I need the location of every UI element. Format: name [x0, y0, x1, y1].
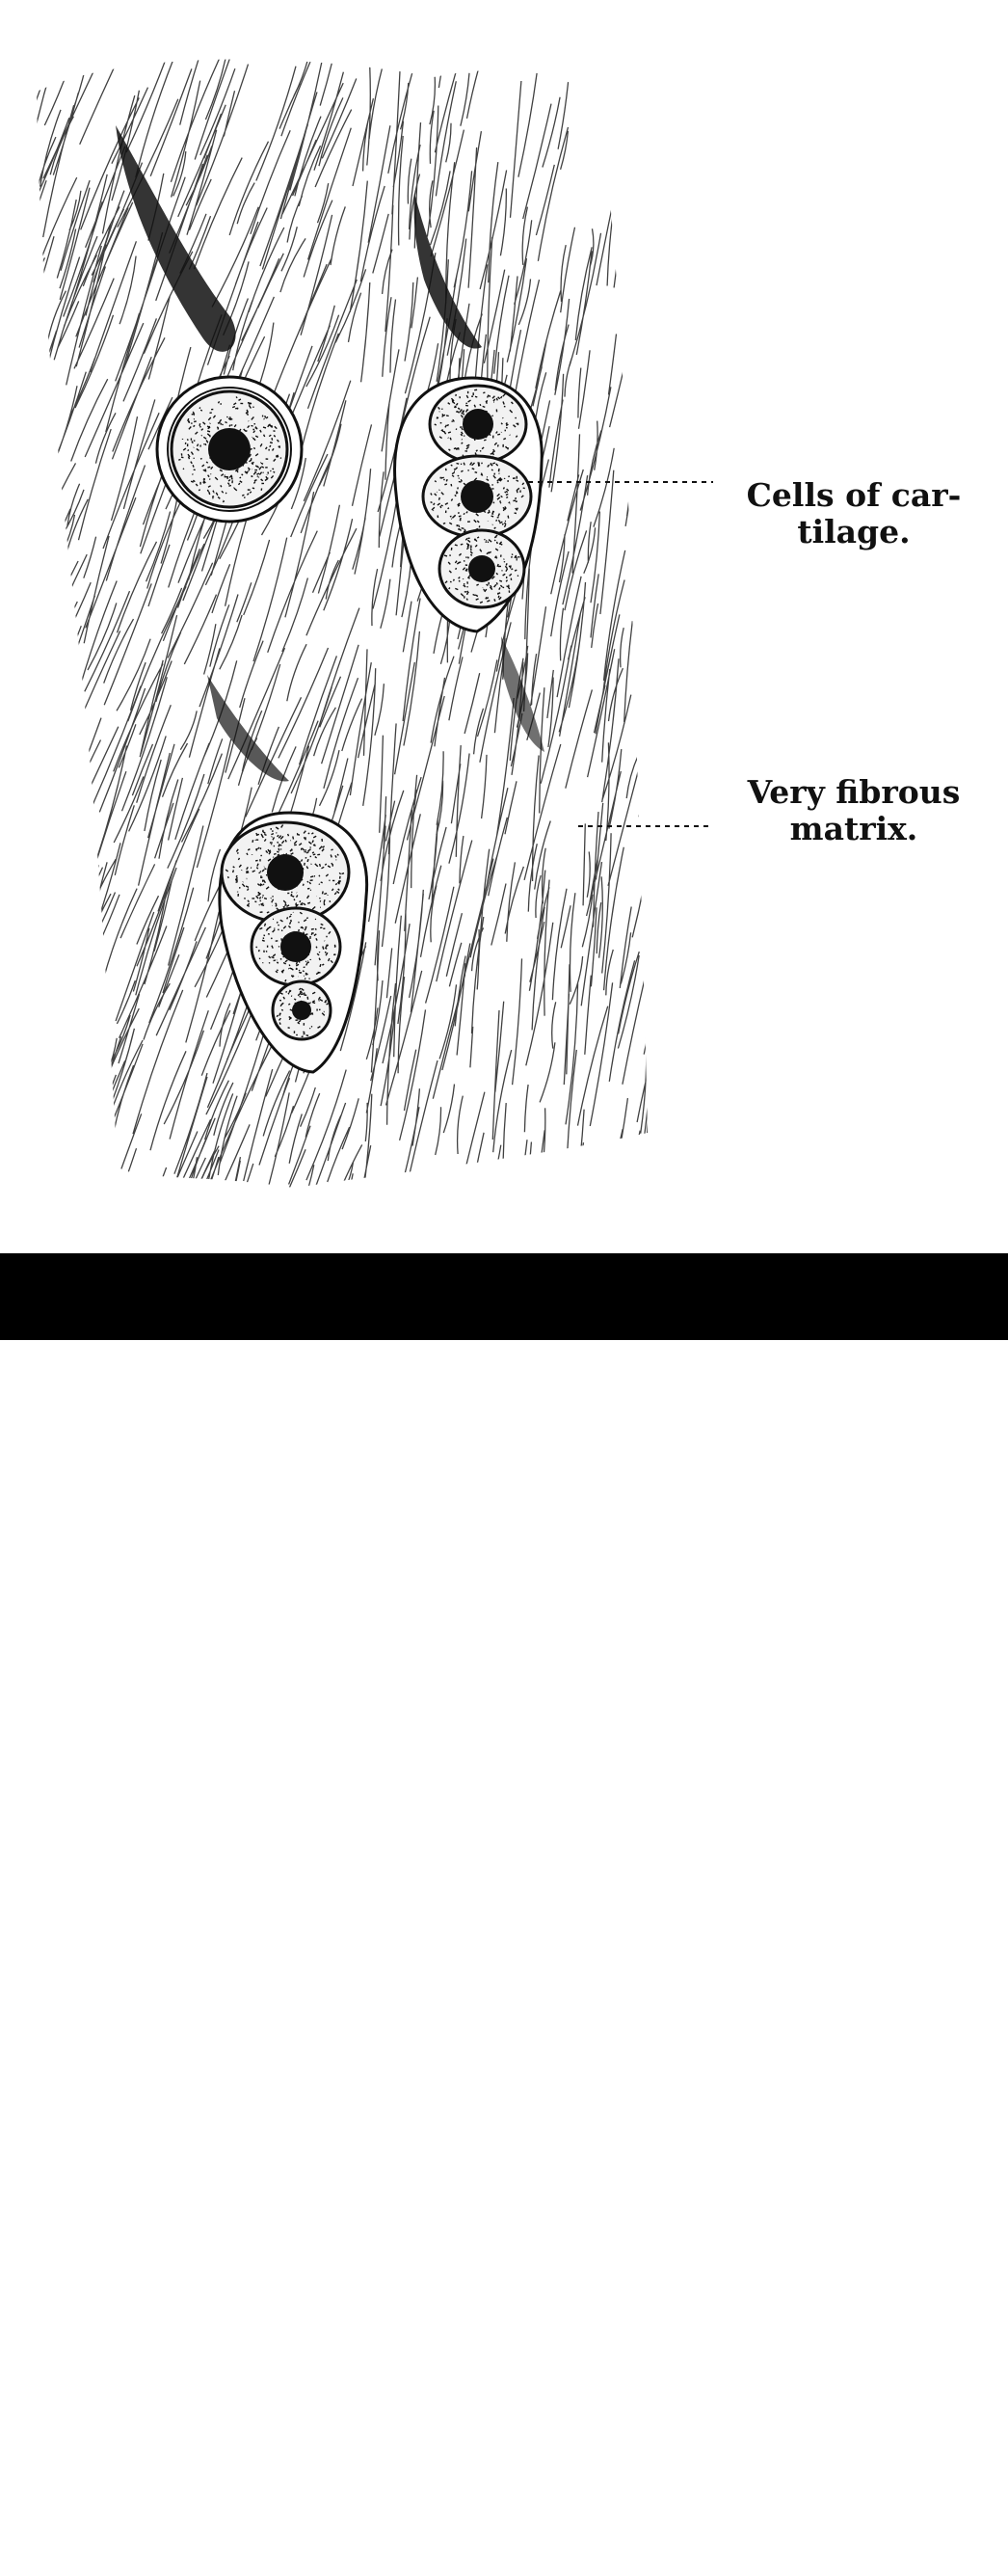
cell-1-granules	[178, 396, 282, 503]
cells-of-cartilage-label: Cells of car- tilage.	[725, 477, 983, 550]
leader-lines	[528, 481, 713, 827]
histology-figure: Cells of car- tilage. Very fibrous matri…	[0, 0, 1008, 1253]
dark-fiber-patches	[116, 125, 544, 782]
cell-3a-nucleus	[267, 854, 304, 891]
cell-3c-nucleus	[292, 1001, 311, 1020]
cells-label-line-2: tilage.	[797, 513, 911, 550]
svg-text:alamy: alamy	[21, 2525, 158, 2572]
fibrocartilage-illustration	[0, 0, 1008, 1253]
stock-footer: alamy 2B75EWM www.alamy.com	[0, 1253, 1008, 2573]
alamy-logo: alamy	[21, 2525, 158, 2572]
image-id: 2B75EWM	[889, 2528, 993, 2551]
cell-1-nucleus	[208, 428, 251, 470]
matrix-label-line-2: matrix.	[789, 810, 918, 847]
cells-label-line-1: Cells of car-	[746, 476, 962, 514]
cartilage-cells	[155, 375, 544, 1074]
cell-2b-nucleus	[461, 480, 493, 513]
paper-background	[0, 0, 1008, 1253]
cell-3b-granules	[255, 911, 336, 984]
matrix-label-line-1: Very fibrous	[747, 773, 961, 811]
image-url: www.alamy.com	[852, 2553, 993, 2573]
cell-2c-nucleus	[468, 555, 495, 582]
cell-3b-nucleus	[280, 931, 311, 962]
footer-bar	[0, 1253, 1008, 1340]
cell-2b-granules	[430, 462, 525, 533]
cell-2a-nucleus	[463, 409, 493, 440]
fibrous-matrix-label: Very fibrous matrix.	[725, 774, 983, 847]
